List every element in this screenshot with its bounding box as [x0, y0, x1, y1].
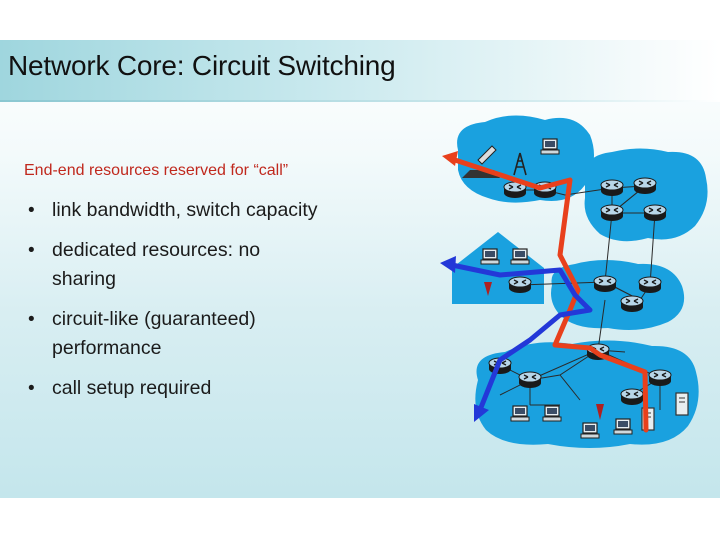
blue-arrowhead-left — [440, 256, 456, 273]
cloud-middle — [551, 260, 685, 330]
bullet-text: link bandwidth, switch capacity — [52, 199, 318, 221]
pc-icon — [510, 405, 530, 422]
router-icon — [620, 295, 644, 313]
red-arrowhead — [442, 151, 458, 166]
laptop-icon — [613, 418, 633, 435]
router-icon — [620, 388, 644, 406]
router-icon — [508, 276, 532, 294]
bullet-text: dedicated resources: no sharing — [52, 239, 261, 290]
bullet-item: • dedicated resources: no sharing — [26, 236, 326, 294]
bullet-item: • circuit-like (guaranteed) performance — [26, 305, 326, 363]
bullet-dot: • — [28, 200, 35, 221]
wireless-antenna-icon — [484, 282, 492, 296]
laptop-icon — [580, 422, 600, 439]
bullet-list: • link bandwidth, switch capacity • dedica… — [26, 196, 326, 414]
router-icon — [633, 177, 657, 195]
router-icon — [593, 275, 617, 293]
router-icon — [648, 369, 672, 387]
bullet-dot: • — [28, 378, 35, 399]
blue-arrowhead-bottom — [474, 404, 489, 422]
cloud-right — [584, 148, 708, 242]
slide-subtitle: End-end resources reserved for “call” — [24, 162, 289, 179]
bullet-item: • call setup required — [26, 374, 326, 403]
slide-title: Network Core: Circuit Switching — [8, 50, 396, 81]
pc-icon — [542, 405, 562, 422]
pc-icon — [480, 248, 500, 265]
bullet-item: • link bandwidth, switch capacity — [26, 196, 326, 225]
router-icon — [600, 204, 624, 222]
bullet-text: circuit-like (guaranteed) performance — [52, 308, 256, 359]
title-underline — [0, 100, 720, 102]
router-icon — [518, 371, 542, 389]
bullet-dot: • — [28, 309, 35, 330]
laptop-icon — [540, 138, 560, 155]
pda-icon — [477, 145, 497, 165]
network-diagram — [440, 115, 708, 448]
wireless-antenna-icon — [596, 404, 604, 420]
router-icon — [600, 179, 624, 197]
bullet-text: call setup required — [52, 377, 212, 399]
router-icon — [643, 204, 667, 222]
pc-icon — [510, 248, 530, 265]
server-icon — [675, 392, 689, 416]
title-bar — [0, 40, 720, 102]
bullet-dot: • — [28, 240, 35, 261]
blue-circuit-path — [449, 262, 593, 413]
router-icon — [638, 276, 662, 294]
red-circuit-path — [452, 157, 649, 433]
